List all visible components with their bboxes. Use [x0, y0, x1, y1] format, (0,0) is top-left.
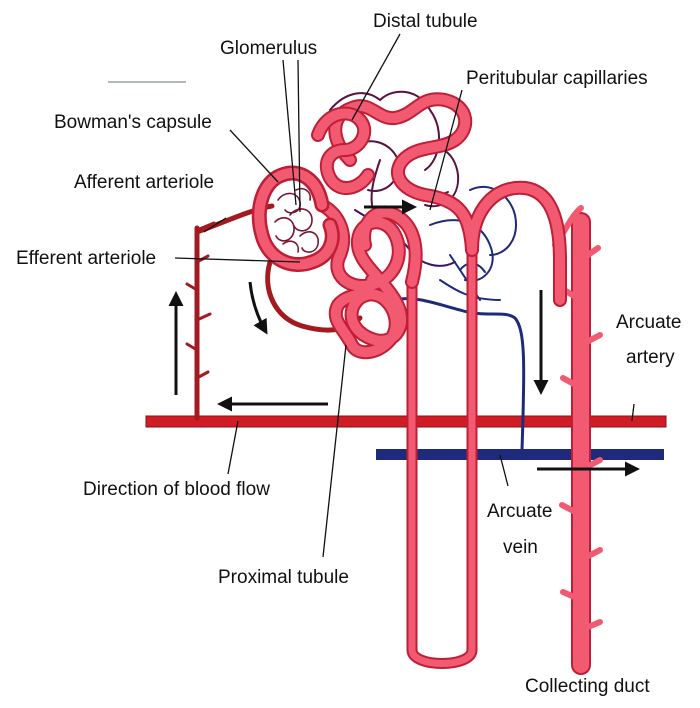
flow-arrow-curved	[248, 281, 268, 335]
leader-lines	[174, 33, 635, 558]
arcuate-vein	[376, 449, 664, 460]
labels: Distal tubule Glomerulus Peritubular cap…	[16, 11, 681, 697]
label-arcuate-artery-line2: artery	[626, 347, 675, 368]
label-glomerulus: Glomerulus	[220, 38, 317, 59]
label-peritubular-capillaries: Peritubular capillaries	[466, 68, 648, 89]
label-collecting-duct: Collecting duct	[525, 676, 650, 697]
label-proximal-tubule: Proximal tubule	[218, 567, 349, 588]
label-distal-tubule: Distal tubule	[373, 11, 478, 32]
proximal-tubule	[315, 198, 423, 360]
label-efferent-arteriole: Efferent arteriole	[16, 248, 156, 269]
distal-tubule	[311, 92, 567, 307]
label-afferent-arteriole: Afferent arteriole	[74, 172, 214, 193]
loop-of-henle	[406, 239, 478, 669]
arcuate-artery	[145, 415, 667, 428]
interlobular-artery	[185, 221, 216, 421]
label-arcuate-artery-line1: Arcuate	[616, 312, 681, 333]
label-arcuate-vein-line1: Arcuate	[487, 501, 552, 522]
bowmans-capsule	[251, 165, 340, 272]
glomerulus	[274, 187, 319, 253]
label-direction-of-blood-flow: Direction of blood flow	[83, 479, 270, 500]
flow-arrows	[168, 199, 640, 477]
label-arcuate-vein-line2: vein	[503, 537, 538, 558]
label-bowmans-capsule: Bowman's capsule	[54, 112, 212, 133]
